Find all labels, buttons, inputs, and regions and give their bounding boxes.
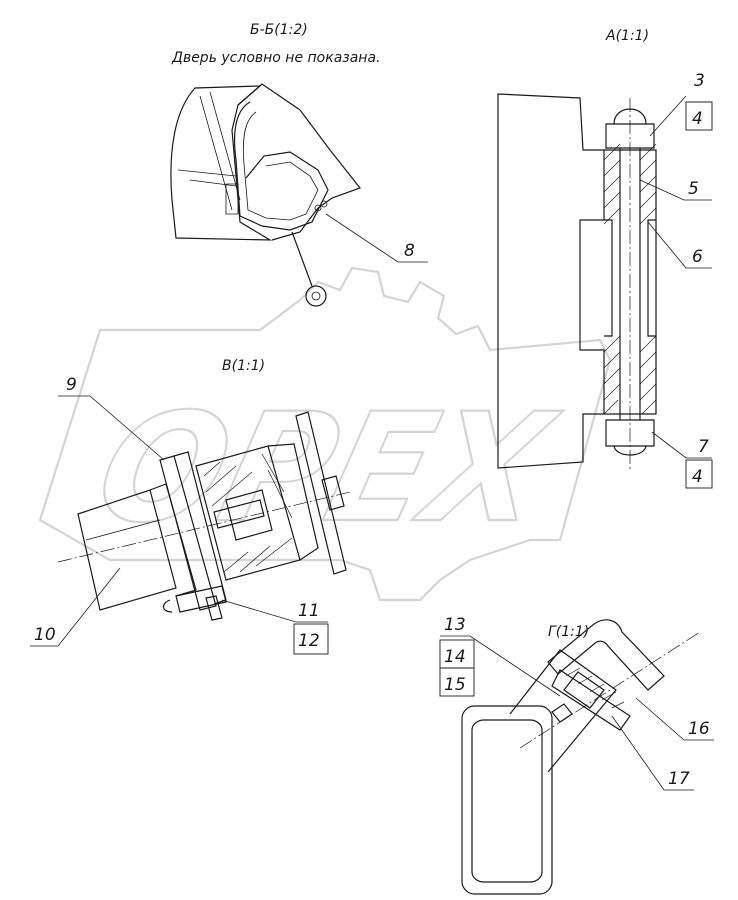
callout-8-label: 8 (404, 241, 415, 261)
watermark-logo: OPEX (38, 266, 612, 602)
callout-4a-label: 4 (692, 109, 703, 129)
callout-9: 9 (58, 375, 165, 461)
callout-17: 17 (611, 715, 694, 791)
view-g: Г(1:1) (461, 619, 701, 895)
callout-11-12: 11 12 (221, 599, 329, 655)
callout-3-4: 3 4 (649, 71, 713, 137)
callout-9-label: 9 (66, 375, 77, 395)
callout-15-label: 15 (444, 675, 466, 695)
callout-5-label: 5 (688, 179, 699, 199)
callout-6-label: 6 (692, 247, 703, 267)
view-a: А(1:1) (497, 28, 657, 470)
callout-10-label: 10 (34, 625, 56, 645)
callout-5: 5 (639, 179, 712, 201)
view-v-title: В(1:1) (222, 358, 265, 374)
callout-13-label: 13 (444, 615, 466, 635)
view-bb: Б-Б(1:2) Дверь условно не показана. (170, 22, 380, 307)
callout-12-label: 12 (298, 631, 320, 651)
view-v: В(1:1) (57, 358, 351, 621)
callout-10: 10 (30, 567, 121, 647)
callout-7-label: 7 (698, 437, 709, 457)
callout-7-4: 7 4 (651, 431, 713, 489)
callout-16-label: 16 (688, 719, 710, 739)
view-g-title: Г(1:1) (548, 624, 589, 640)
callout-13-14-15: 13 14 15 (439, 615, 561, 697)
callout-17-label: 17 (668, 769, 690, 789)
view-bb-note: Дверь условно не показана. (171, 50, 380, 66)
callout-6: 6 (647, 221, 712, 269)
callout-14-label: 14 (444, 647, 466, 667)
callout-11-label: 11 (298, 601, 320, 621)
callout-8: 8 (325, 213, 428, 263)
view-a-title: А(1:1) (605, 28, 649, 44)
callout-3-label: 3 (694, 71, 705, 91)
view-bb-title: Б-Б(1:2) (250, 22, 308, 38)
callout-16: 16 (635, 697, 714, 741)
callout-4b-label: 4 (692, 467, 703, 487)
